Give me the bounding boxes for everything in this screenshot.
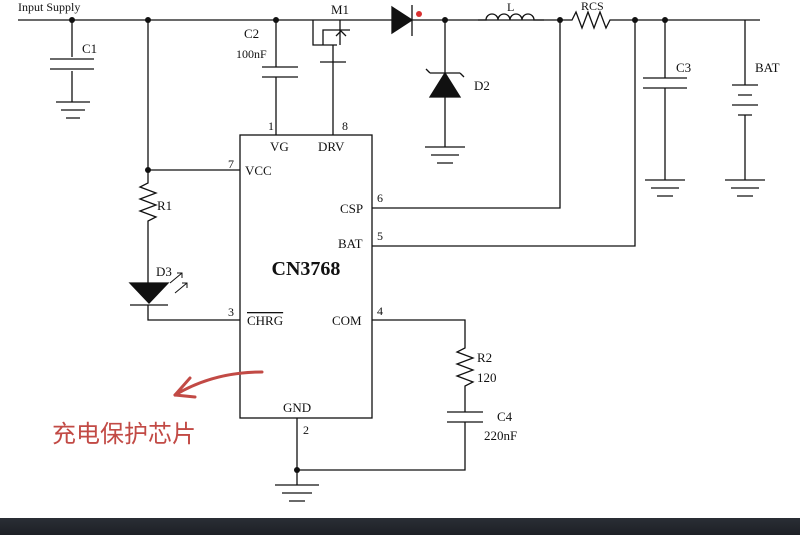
pin-1-number: 1 — [268, 119, 274, 133]
pin-com-label: COM — [332, 313, 362, 328]
c3-capacitor — [643, 20, 687, 197]
pin-csp-label: CSP — [340, 201, 363, 216]
rcs-label: RCS — [581, 0, 604, 13]
c1-label: C1 — [82, 41, 97, 56]
pin-4-number: 4 — [377, 304, 383, 318]
c4-label: C4 — [497, 409, 513, 424]
c1-capacitor — [50, 20, 94, 119]
r2-label: R2 — [477, 350, 492, 365]
gnd-wire — [275, 418, 319, 502]
c2-value: 100nF — [236, 47, 267, 61]
battery-symbol — [725, 20, 765, 197]
pin-3-number: 3 — [228, 305, 234, 319]
c2-capacitor — [262, 20, 298, 135]
d2-label: D2 — [474, 78, 490, 93]
c4-value: 220nF — [484, 428, 517, 443]
pin-5-number: 5 — [377, 229, 383, 243]
pin-bat-label: BAT — [338, 236, 363, 251]
bat-label: BAT — [755, 60, 780, 75]
r1-label: R1 — [157, 198, 172, 213]
ic-package — [239, 134, 373, 419]
led-emission-icon — [169, 272, 188, 294]
circuit-schematic: Input Supply C1 C2 100nF M1 L RCS D2 C3 … — [18, 0, 780, 502]
com-network — [297, 319, 483, 471]
rcs-resistor — [560, 10, 760, 30]
pin-drv-label: DRV — [318, 139, 345, 154]
annotation-arrow — [173, 370, 264, 397]
m1-mosfet — [312, 20, 350, 135]
m1-label: M1 — [331, 2, 349, 17]
pin-chrg-label: CHRG — [247, 313, 283, 328]
r1-resistor — [138, 170, 158, 275]
input-supply-label: Input Supply — [18, 0, 80, 14]
csp-wire — [372, 20, 561, 209]
r2-value: 120 — [477, 370, 497, 385]
pin-6-number: 6 — [377, 191, 383, 205]
pin-8-number: 8 — [342, 119, 348, 133]
d3-label: D3 — [156, 264, 172, 279]
pin-gnd-label: GND — [283, 400, 311, 415]
pin-2-number: 2 — [303, 423, 309, 437]
diode-mark — [416, 11, 422, 17]
l-label: L — [507, 0, 514, 14]
c2-label: C2 — [244, 26, 259, 41]
c3-label: C3 — [676, 60, 691, 75]
pin-vcc-label: VCC — [245, 163, 272, 178]
ic-name: CN3768 — [272, 258, 341, 280]
inductor-l — [478, 13, 544, 21]
bottom-bar — [0, 518, 800, 535]
chip-annotation: 充电保护芯片 — [52, 420, 196, 448]
pin-vg-label: VG — [270, 139, 289, 154]
pin-7-number: 7 — [228, 157, 234, 171]
bat-wire — [372, 20, 636, 247]
